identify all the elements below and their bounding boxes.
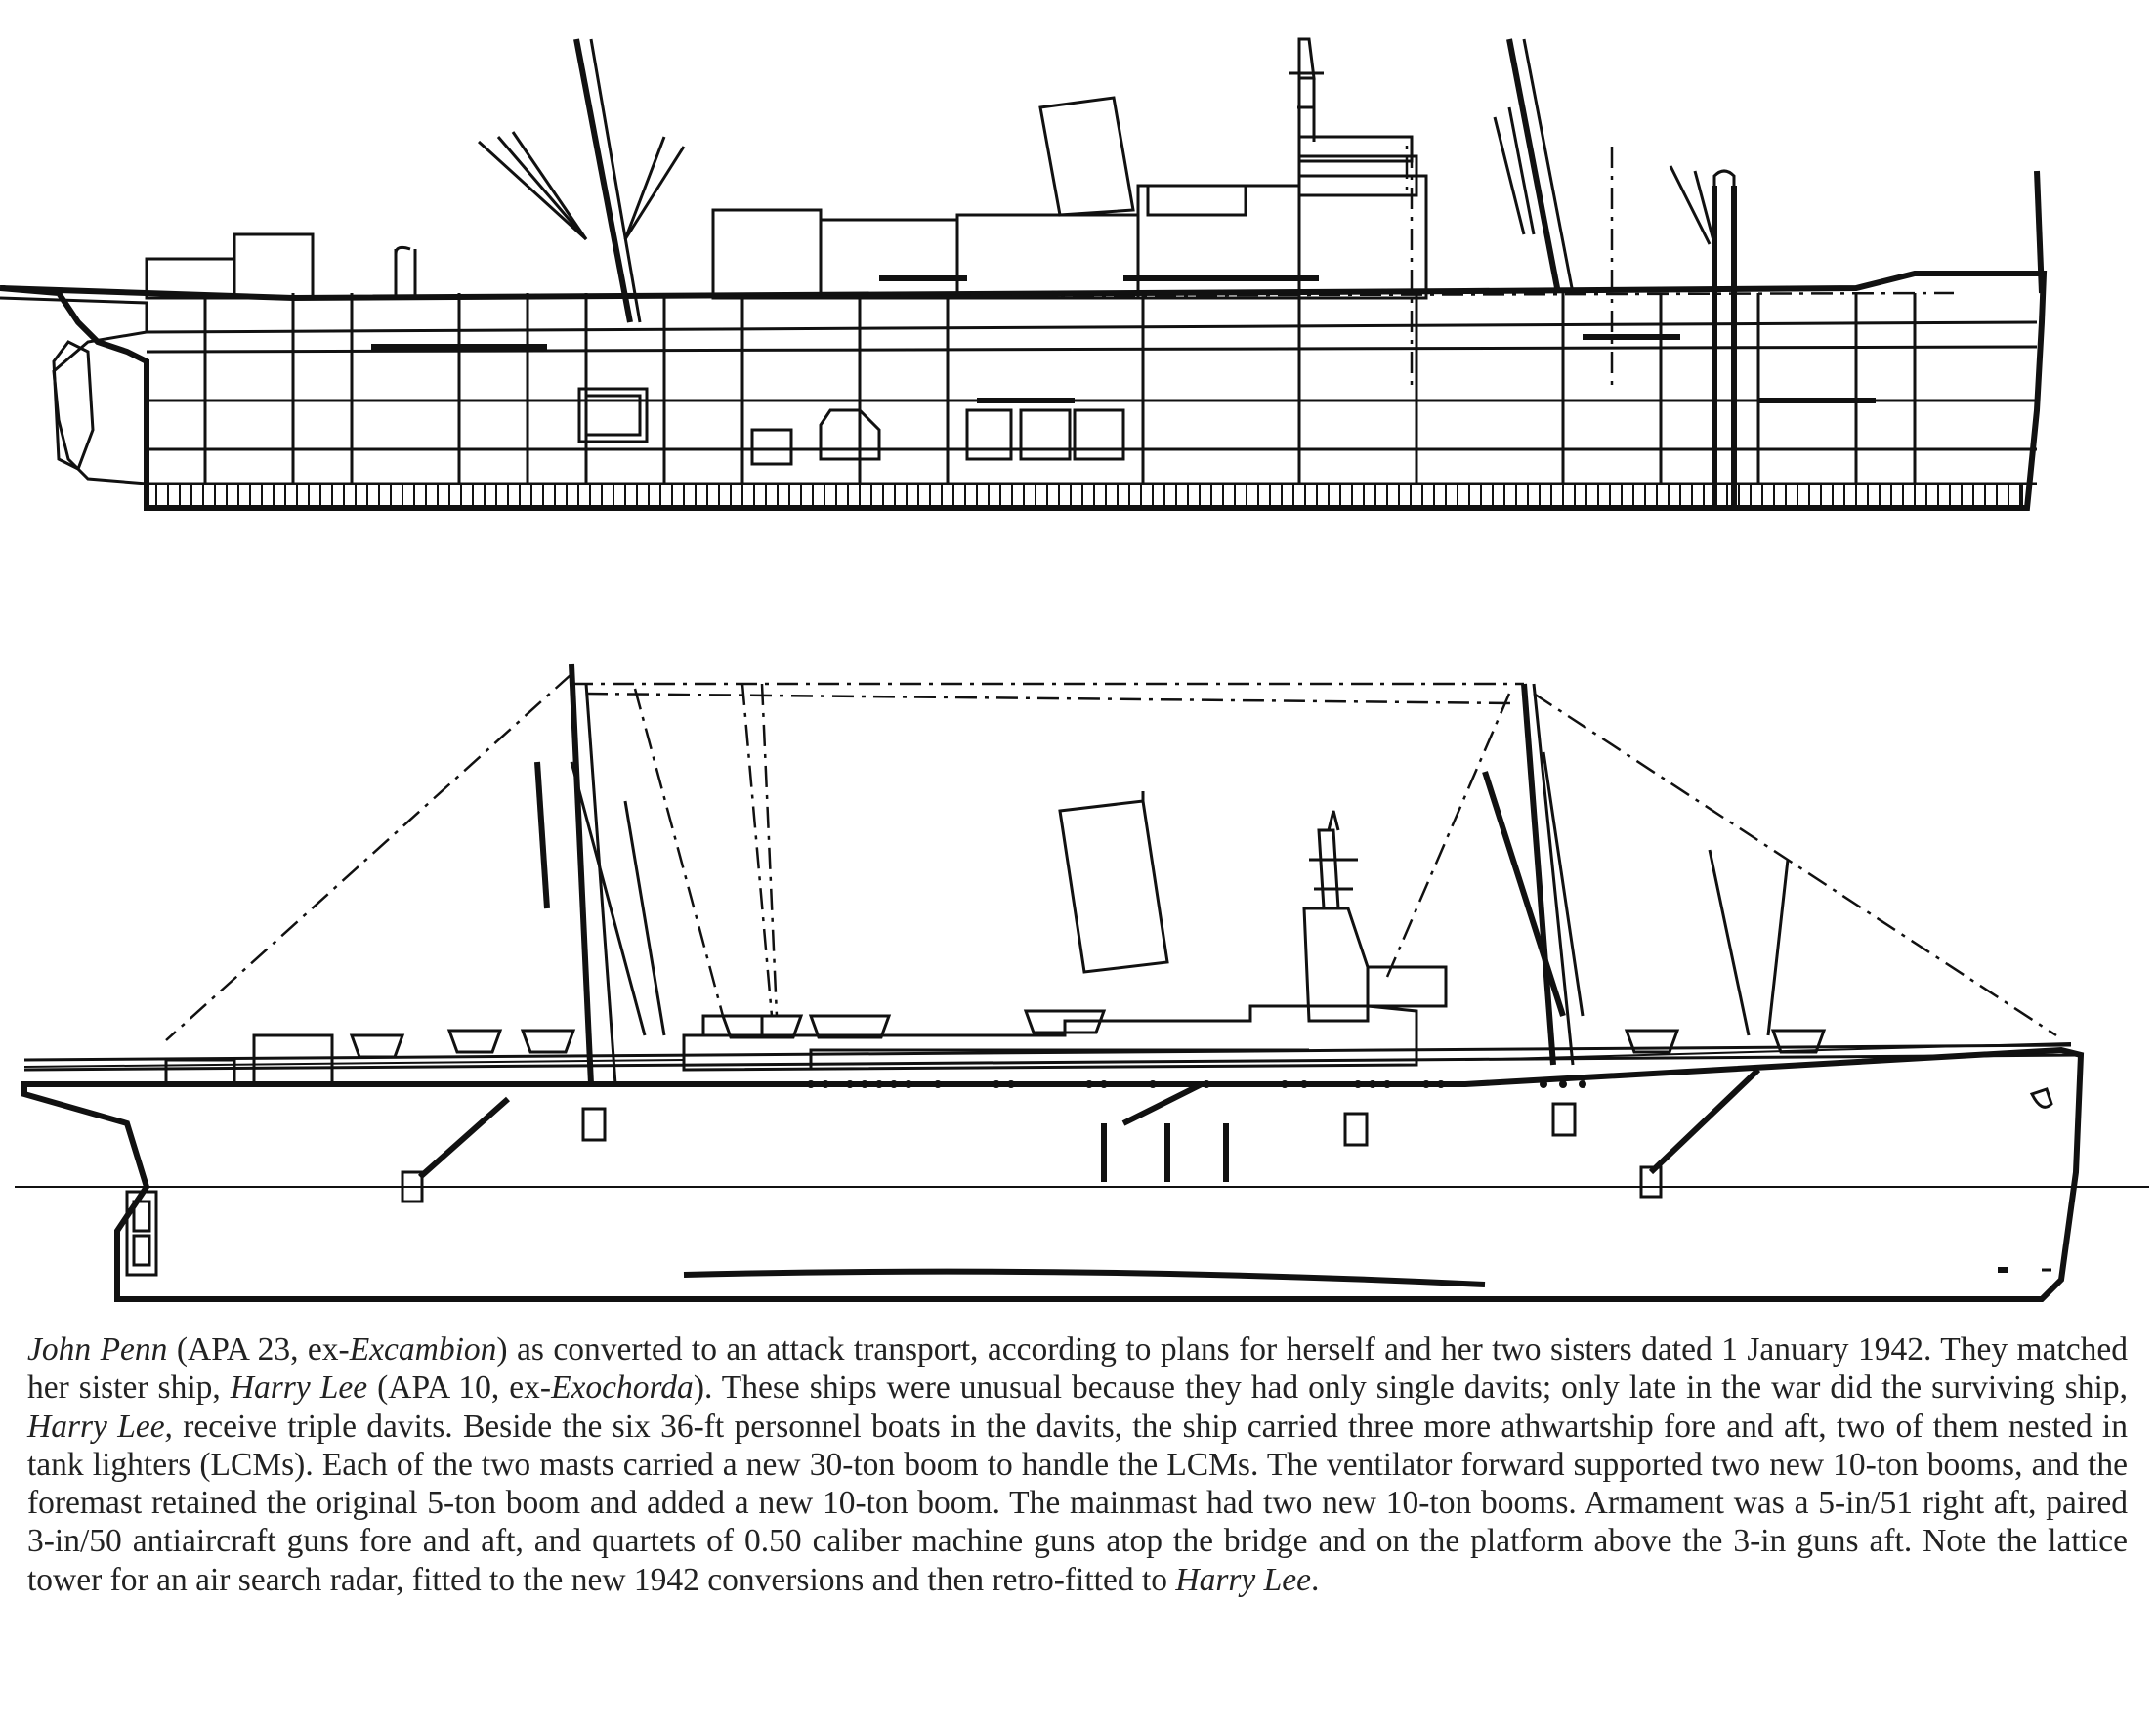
caption-sister-name: Harry Lee xyxy=(230,1370,368,1407)
caption-text-1: (APA 23, ex- xyxy=(167,1331,350,1368)
caption-text-4: ). These ships were unusual because they… xyxy=(693,1370,2128,1407)
caption-text-5: receive triple davits. Beside the six 36… xyxy=(27,1408,2128,1598)
caption-ship-name: John Penn xyxy=(27,1331,168,1368)
caption-sister-name-3: Harry Lee xyxy=(1175,1561,1312,1598)
caption-text-3: (APA 10, ex- xyxy=(367,1370,552,1407)
caption-ex-name: Excambion xyxy=(349,1331,497,1368)
figure-caption: John Penn (APA 23, ex-Excambion) as conv… xyxy=(27,1330,2128,1599)
caption-sister-ex-name: Exochorda xyxy=(551,1370,694,1407)
caption-sister-name-2: Harry Lee, xyxy=(27,1408,173,1445)
caption-text-6: . xyxy=(1311,1561,1320,1598)
ship-plan-drawings xyxy=(0,37,2149,1302)
caption-text-2: ) as converted to an attack transport, a… xyxy=(27,1331,2129,1407)
outboard-profile-drawing xyxy=(15,663,2149,1302)
inboard-profile-drawing xyxy=(0,37,2048,511)
